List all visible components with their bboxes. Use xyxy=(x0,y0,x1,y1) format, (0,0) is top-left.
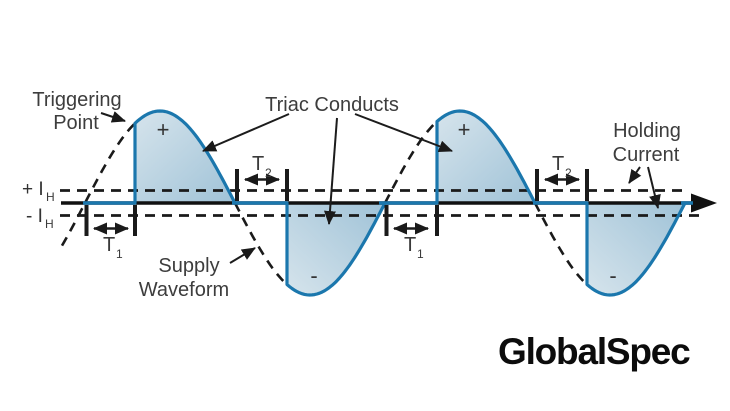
t1-label-1-sub: 1 xyxy=(116,247,123,261)
negative-half-sign-2: - xyxy=(609,263,616,288)
triggering-point-label-line2: Point xyxy=(53,112,99,134)
supply-waveform-label-line2: Waveform xyxy=(139,279,229,301)
conduction-lobe-outline-2 xyxy=(285,201,387,297)
holding-current-label-line1: Holding xyxy=(613,120,681,142)
triac-conducts-arrow-3 xyxy=(354,113,453,152)
conduction-lobe-outline-3 xyxy=(435,109,537,205)
supply-waveform-dashed xyxy=(60,120,588,286)
t2-label-2: T xyxy=(552,153,564,175)
conduction-lobe-fill-positive-1 xyxy=(135,111,235,203)
annotation-arrows xyxy=(100,111,661,264)
minus-holding-label: - I xyxy=(26,206,43,227)
holding-current-label-line2: Current xyxy=(613,144,680,166)
t1-label-1: T xyxy=(103,234,115,256)
plus-holding-label-sub: H xyxy=(46,190,55,204)
conduction-lobe-outline-1 xyxy=(133,109,237,205)
t2-label-1-sub: 2 xyxy=(265,166,272,180)
minus-holding-label-sub: H xyxy=(45,217,54,231)
conduction-lobe-outline-4 xyxy=(585,201,687,297)
globalspec-logo: GlobalSpec xyxy=(498,331,691,372)
supply-waveform-segment-4 xyxy=(533,202,588,286)
triggering-point-arrow xyxy=(100,111,126,123)
conduction-lobe-outlines xyxy=(133,109,687,297)
positive-half-sign-1: + xyxy=(157,117,170,142)
triac-conducts-arrow-2 xyxy=(323,117,338,225)
triac-conducts-arrow-1 xyxy=(202,113,290,152)
triac-conducts-label: Triac Conducts xyxy=(265,94,399,116)
negative-half-sign-1: - xyxy=(310,263,317,288)
triggering-point-label-line1: Triggering xyxy=(32,89,121,111)
supply-waveform-segment-2 xyxy=(233,202,288,286)
positive-half-sign-2: + xyxy=(458,117,471,142)
t2-label-2-sub: 2 xyxy=(565,166,572,180)
supply-waveform-label-line1: Supply xyxy=(158,255,219,277)
holding-current-arrow-2 xyxy=(647,166,661,209)
conduction-lobe-fill-negative-1 xyxy=(287,203,385,295)
t2-label-1: T xyxy=(252,153,264,175)
conduction-lobe-fill-positive-2 xyxy=(437,111,535,203)
t1-label-2-sub: 1 xyxy=(417,247,424,261)
interval-arrows xyxy=(93,173,580,235)
conduction-lobe-fill-negative-2 xyxy=(587,203,685,295)
supply-waveform-segment-3 xyxy=(383,120,438,204)
supply-waveform-arrow xyxy=(229,247,256,264)
time-axis-arrowhead xyxy=(691,193,717,213)
holding-current-arrow-1 xyxy=(628,166,642,184)
supply-waveform-segment-1 xyxy=(60,122,136,247)
t1-label-2: T xyxy=(404,234,416,256)
plus-holding-label: + I xyxy=(22,179,44,200)
conduction-lobes xyxy=(135,111,685,295)
interval-ticks xyxy=(84,169,589,236)
